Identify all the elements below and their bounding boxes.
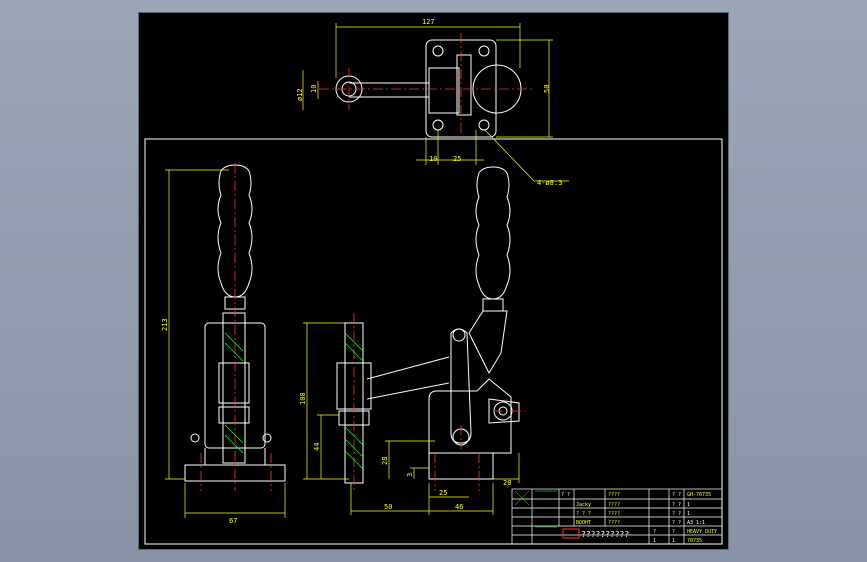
tb-row1-b: ???? <box>608 492 620 498</box>
top-hole-bl <box>432 119 444 131</box>
top-dim-10: 10 <box>429 155 437 163</box>
top-hole-tr <box>478 45 490 57</box>
cad-drawing: 127 ø12 10 50 10 25 4-ø8.3 <box>144 18 723 545</box>
side-spindle <box>222 312 246 464</box>
side-base <box>184 464 286 482</box>
company-stamp <box>562 528 580 539</box>
tb-row1-a: ? ? <box>561 492 570 498</box>
tb-sheet-d: 1 <box>672 538 675 544</box>
front-dim-3: 3 <box>406 473 414 477</box>
front-pivot-bracket <box>488 398 520 424</box>
tb-company: ?????????? <box>581 530 629 539</box>
tb-row1-d: GH-70735 <box>687 492 711 498</box>
tb-row2-c: ? ? <box>672 502 681 508</box>
tb-row1-c: ? ? <box>672 492 681 498</box>
tb-sheet-b: 1 <box>653 538 656 544</box>
top-pivot-block <box>428 67 460 114</box>
side-handle-grip <box>217 164 253 298</box>
tb-sheet-c: ? <box>672 529 675 535</box>
front-handle-grip <box>475 166 511 300</box>
side-nut-upper <box>218 362 250 404</box>
tb-row4-c: ? ? <box>672 520 681 526</box>
side-pin <box>190 433 200 443</box>
top-pivot-pin <box>456 54 472 116</box>
sheet-border <box>144 138 723 545</box>
top-hole-callout: 4-ø8.3 <box>537 179 562 187</box>
tb-part-code: 70735 <box>687 538 702 544</box>
front-dim-50: 50 <box>384 503 392 511</box>
front-link-pivot-top <box>452 328 466 342</box>
front-dimensions <box>303 322 520 515</box>
side-dim-base: 67 <box>229 517 237 525</box>
front-view <box>336 166 520 484</box>
front-base <box>428 452 494 480</box>
front-dim-25: 25 <box>439 489 447 497</box>
top-dim-25: 25 <box>453 155 461 163</box>
top-dim-height: 50 <box>543 85 551 93</box>
top-hole-br <box>478 119 490 131</box>
side-dim-height: 213 <box>161 318 169 331</box>
front-dim-44: 44 <box>313 443 321 451</box>
tb-row2-b: ???? <box>608 502 620 508</box>
front-hatch <box>344 332 364 470</box>
front-handle-neck <box>482 298 504 312</box>
side-base-foot <box>204 448 266 465</box>
tb-row4-b: ???? <box>608 520 620 526</box>
top-hole-tl <box>432 45 444 57</box>
top-centerlines <box>319 33 534 141</box>
side-hatch <box>224 332 244 454</box>
tb-sheet-a: ? <box>653 529 656 535</box>
tb-part-name: HEAVY DUTY <box>687 529 717 535</box>
front-arm-lower <box>366 382 450 400</box>
title-block <box>511 488 723 545</box>
front-lever-arm <box>468 310 508 375</box>
front-dim-28: 28 <box>381 457 389 465</box>
front-dim-46: 46 <box>455 503 463 511</box>
tb-row4-a: BOOHT <box>576 520 591 526</box>
side-body <box>204 322 266 449</box>
side-pin-right <box>262 433 272 443</box>
front-dim-20: 20 <box>503 479 511 487</box>
side-view <box>184 164 286 482</box>
cad-viewport[interactable]: 127 ø12 10 50 10 25 4-ø8.3 <box>138 12 729 550</box>
top-dimensions <box>302 23 569 182</box>
tb-row2-d: 1 <box>687 502 690 508</box>
front-body <box>428 378 512 454</box>
top-dim-width: 127 <box>422 18 435 26</box>
tb-row3-c: ? ? <box>672 511 681 517</box>
top-dim-rod-dia: ø12 <box>296 88 304 101</box>
tb-row3-b: ???? <box>608 511 620 517</box>
front-centerlines <box>353 313 525 493</box>
top-dim-rod: 10 <box>310 85 318 93</box>
side-centerlines <box>200 163 272 491</box>
front-arm-upper <box>366 356 450 380</box>
tb-row3-d: 1 <box>687 511 690 517</box>
top-view <box>335 39 522 138</box>
side-nut-lower <box>218 406 250 424</box>
title-block-grid <box>514 490 557 528</box>
tb-row3-a: ? ? ? <box>576 511 591 517</box>
front-dim-100: 100 <box>299 392 307 405</box>
tb-row4-d: A3 1:1 <box>687 520 705 526</box>
tb-row2-a: Jacky <box>576 502 591 508</box>
side-dimensions <box>165 169 286 518</box>
